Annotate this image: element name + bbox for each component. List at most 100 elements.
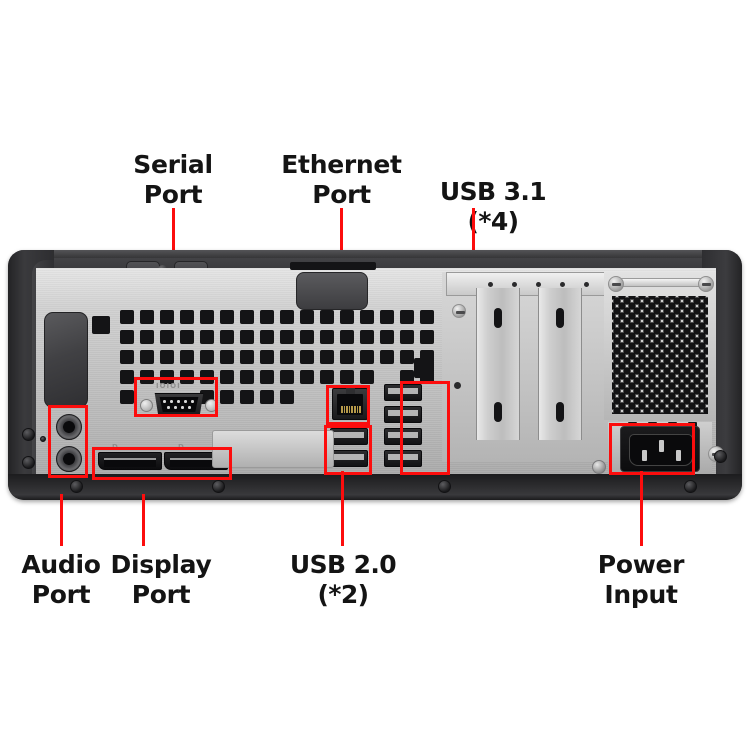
serial-pin <box>170 400 173 403</box>
usb-3-1-port-1[interactable] <box>384 384 422 401</box>
rj45-contact <box>348 406 351 413</box>
vent-hole <box>340 330 354 344</box>
vent-hole <box>300 330 314 344</box>
vent-hole <box>220 330 234 344</box>
psu-handle <box>618 278 704 287</box>
rj45-cavity <box>337 394 363 415</box>
left-corner-screw-2 <box>22 456 35 469</box>
vent-hole <box>340 350 354 364</box>
vent-square-left <box>92 316 110 334</box>
vent-hole <box>240 350 254 364</box>
vent-hole <box>360 370 374 384</box>
vent-hole <box>160 350 174 364</box>
vent-square-right-2 <box>414 358 434 378</box>
serial-etch-label: IOIOI <box>156 382 181 390</box>
vent-hole <box>260 370 274 384</box>
pc-rear-chassis: IOIOI D D <box>8 250 742 500</box>
rj45-contact <box>354 406 356 413</box>
usb-3-1-port-2[interactable] <box>384 406 422 423</box>
display-port-1[interactable] <box>98 452 162 470</box>
label-ethernet-port: Ethernet Port <box>281 150 402 209</box>
serial-pin <box>163 400 166 403</box>
rj45-contact <box>346 406 348 413</box>
vent-hole <box>160 310 174 324</box>
bracket-thumbscrew[interactable] <box>452 304 466 318</box>
serial-pin <box>191 400 194 403</box>
serial-pin <box>188 406 191 409</box>
vent-hole <box>320 310 334 324</box>
bottom-screw-2 <box>212 480 225 493</box>
vent-hole <box>360 330 374 344</box>
vent-hole <box>380 350 394 364</box>
mid-bar <box>290 262 376 270</box>
power-supply-area <box>604 272 716 420</box>
iec-pin-top <box>659 440 664 452</box>
vent-hole <box>260 390 274 404</box>
power-input-iec-socket[interactable] <box>620 426 700 472</box>
plate-dot-audio <box>40 436 46 442</box>
vent-hole <box>200 310 214 324</box>
rj45-contact <box>359 406 361 413</box>
vent-hole <box>380 310 394 324</box>
vent-hole <box>400 350 414 364</box>
vent-hole <box>140 330 154 344</box>
serial-pin <box>167 406 170 409</box>
psu-screw-right[interactable] <box>698 276 714 292</box>
vent-hole <box>400 370 414 384</box>
serial-db9-port[interactable] <box>140 390 218 420</box>
usb-3-1-port-4[interactable] <box>384 450 422 467</box>
audio-jack-line-in[interactable] <box>56 446 82 472</box>
vent-hole <box>200 330 214 344</box>
center-blank-panel <box>212 430 334 468</box>
leader-line-power-input <box>640 471 643 546</box>
highlight-box-display-port <box>92 447 232 480</box>
slot-notch-1b <box>494 402 502 422</box>
rj45-contact <box>351 406 353 413</box>
vent-hole <box>400 330 414 344</box>
label-audio-port: Audio Port <box>21 550 101 609</box>
highlight-box-usb-20 <box>324 425 372 475</box>
vent-hole <box>280 350 294 364</box>
bracket-dot-5 <box>584 282 589 287</box>
vent-hole <box>240 330 254 344</box>
serial-pin <box>181 406 184 409</box>
vent-hole <box>140 310 154 324</box>
slot-notch-2a <box>556 308 564 328</box>
vent-hole <box>400 310 414 324</box>
vent-hole <box>300 350 314 364</box>
leader-line-usb-20 <box>341 471 344 546</box>
vent-hole <box>340 370 354 384</box>
vent-hole <box>420 310 434 324</box>
vent-hole <box>360 350 374 364</box>
vent-hole <box>160 330 174 344</box>
vent-hole <box>300 370 314 384</box>
ethernet-rj45-port[interactable] <box>332 388 368 420</box>
vent-hole <box>420 330 434 344</box>
mid-tab <box>296 272 368 310</box>
rj45-tab <box>346 388 355 395</box>
vent-hole <box>120 390 134 404</box>
serial-pin <box>177 400 180 403</box>
vent-hole <box>120 370 134 384</box>
vent-hole <box>240 310 254 324</box>
vent-hole <box>180 350 194 364</box>
audio-jack-line-out[interactable] <box>56 414 82 440</box>
bracket-dot-2 <box>512 282 517 287</box>
vent-hole <box>280 310 294 324</box>
usb-3-1-port-3[interactable] <box>384 428 422 445</box>
iec-pin-right <box>676 450 681 461</box>
vent-hole <box>280 370 294 384</box>
vent-hole <box>360 310 374 324</box>
label-serial-port: Serial Port <box>133 150 213 209</box>
psu-screw-left[interactable] <box>608 276 624 292</box>
highlight-box-power-input <box>609 423 695 475</box>
vent-hole <box>320 330 334 344</box>
vent-hole <box>240 370 254 384</box>
usb-2-0-port-1[interactable] <box>330 428 368 445</box>
expansion-bracket-bar <box>446 272 618 296</box>
vent-hole <box>120 330 134 344</box>
bottom-thumbscrew[interactable] <box>592 460 606 474</box>
rj45-contact <box>356 406 359 413</box>
serial-pin <box>174 406 177 409</box>
